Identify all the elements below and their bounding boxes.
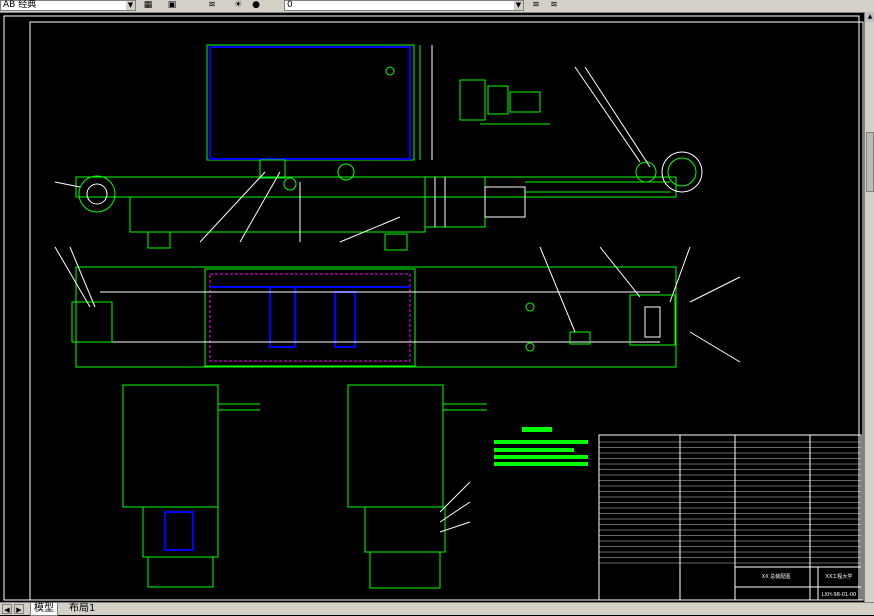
section-view-right bbox=[347, 384, 487, 589]
layer-freeze-icon[interactable]: ☀ bbox=[233, 0, 243, 10]
workspace-combo-value: AB 经典 bbox=[3, 0, 37, 10]
tab-first-icon[interactable]: ◀ bbox=[2, 604, 12, 614]
layer-combo-value: 0 bbox=[287, 0, 293, 10]
scroll-thumb[interactable] bbox=[866, 132, 874, 192]
parts-list-table bbox=[598, 434, 862, 601]
tab-model[interactable]: 模型 bbox=[30, 603, 58, 616]
chevron-down-icon[interactable]: ▼ bbox=[514, 1, 523, 10]
layer-combo[interactable]: 0 ▼ bbox=[284, 0, 524, 11]
drawing-canvas[interactable]: XX工程大学 XX 总装配图 LXH-98-01-00 bbox=[0, 12, 864, 602]
layout-tab-bar: ◀ ▶ 模型 布局1 bbox=[0, 602, 874, 616]
layer-states-icon[interactable]: ▦ bbox=[143, 0, 153, 10]
vertical-scrollbar[interactable]: ▲ bbox=[864, 12, 874, 602]
chevron-down-icon[interactable]: ▼ bbox=[126, 1, 135, 10]
conveyor-plan-view bbox=[54, 246, 741, 368]
workspace-combo[interactable]: AB 经典 ▼ bbox=[0, 0, 136, 11]
toolbar: AB 经典 ▼ ▦ ▣ ≋ ☀ ● 0 ▼ ≋ ≋ bbox=[0, 0, 874, 13]
layer-lock-icon[interactable]: ● bbox=[252, 0, 260, 10]
drawing-title: XX 总装配图 bbox=[762, 573, 790, 580]
tab-next-icon[interactable]: ▶ bbox=[14, 604, 24, 614]
technical-notes bbox=[494, 427, 588, 466]
make-current-icon[interactable]: ≋ bbox=[532, 0, 540, 10]
drawing-frame bbox=[3, 15, 864, 601]
layer-previous-icon[interactable]: ▣ bbox=[167, 0, 177, 10]
drawing-number: LXH-98-01-00 bbox=[822, 592, 856, 598]
conveyor-side-view bbox=[54, 44, 703, 251]
scroll-up-icon[interactable]: ▲ bbox=[865, 12, 874, 22]
tab-layout1[interactable]: 布局1 bbox=[69, 603, 96, 614]
section-view-left bbox=[122, 384, 260, 588]
layer-manager-icon[interactable]: ≋ bbox=[208, 0, 216, 10]
layer-match-icon[interactable]: ≋ bbox=[550, 0, 558, 10]
school-name: XX工程大学 bbox=[826, 573, 853, 580]
parts-list-rows bbox=[599, 441, 861, 564]
